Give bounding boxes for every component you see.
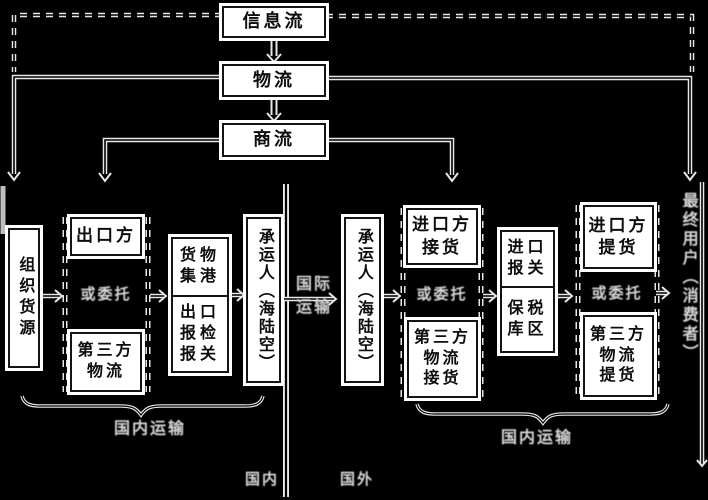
carrier-export-label: 承运人（海陆空） [255, 228, 273, 372]
carrier-import-box: 承运人（海陆空） [344, 217, 381, 383]
logistics-line-right [326, 75, 693, 174]
commerce-line-left [102, 137, 222, 174]
importer-receive-box: 进口方 接货 [406, 208, 478, 265]
tpl-pickup-box: 第三方 物流 提货 [583, 315, 654, 397]
info-flow-dashed-left [11, 12, 222, 72]
tpl-receive-label: 第三方 物流 接货 [413, 328, 471, 388]
commerce-flow-box: 商流 [222, 123, 326, 157]
logistics-line-left [11, 74, 222, 174]
flow-arrow-lines [41, 290, 667, 302]
info-flow-label: 信息流 [242, 11, 306, 32]
importer-pickup-box: 进口方 提货 [583, 205, 654, 269]
import-entrust2-label: 或委托 [591, 286, 643, 303]
importer-pickup-label: 进口方 提货 [588, 215, 649, 257]
info-flow-box: 信息流 [222, 6, 326, 38]
third-party-logistics-label: 第三方 物流 [77, 342, 135, 380]
arrowheads [7, 53, 708, 468]
bonded-warehouse-label: 保税 库区 [502, 286, 553, 351]
importer-receive-label: 进口方 接货 [412, 215, 472, 257]
inside-country-label: 国内 [244, 472, 280, 489]
carrier-import-label: 承运人（海陆空） [354, 228, 372, 372]
organize-goods-box: 组织货源 [8, 228, 40, 368]
import-customs-bonded-box: 进口 报关 保税 库区 [500, 230, 555, 353]
logistics-flow-box: 物流 [222, 64, 326, 97]
exporter-label: 出口方 [76, 226, 136, 246]
info-flow-dashed-right [326, 13, 695, 72]
import-entrust-label: 或委托 [416, 287, 468, 304]
export-entrust-label: 或委托 [80, 287, 132, 304]
domestic-transport-brace-right [415, 403, 670, 427]
outside-country-label: 国外 [339, 472, 375, 489]
organize-goods-label: 组织货源 [16, 256, 34, 340]
port-gathering-declaration-box: 货物 集港 出口 报检 报关 [171, 237, 229, 373]
domestic-transport-left-label: 国内运输 [113, 420, 187, 438]
export-declaration-label: 出口 报检 报关 [173, 295, 227, 371]
logistics-flow-label: 物流 [253, 69, 295, 90]
tpl-receive-box: 第三方 物流 接货 [407, 320, 478, 398]
import-customs-label: 进口 报关 [507, 239, 548, 278]
exporter-box: 出口方 [70, 217, 142, 256]
international-transport-label: 国际 运输 [295, 275, 333, 316]
dashed-group-columns [62, 205, 660, 400]
final-user-label: 最终用户（消费者） [679, 192, 697, 363]
carrier-export-box: 承运人（海陆空） [246, 217, 281, 383]
domestic-transport-right-label: 国内运输 [500, 429, 574, 447]
commerce-flow-label: 商流 [253, 129, 295, 150]
domestic-transport-brace-left [20, 395, 265, 419]
port-gathering-label: 货物 集港 [179, 247, 220, 286]
third-party-logistics-box: 第三方 物流 [70, 332, 142, 392]
commerce-line-right [326, 137, 455, 175]
tpl-pickup-label: 第三方 物流 提货 [589, 325, 647, 385]
